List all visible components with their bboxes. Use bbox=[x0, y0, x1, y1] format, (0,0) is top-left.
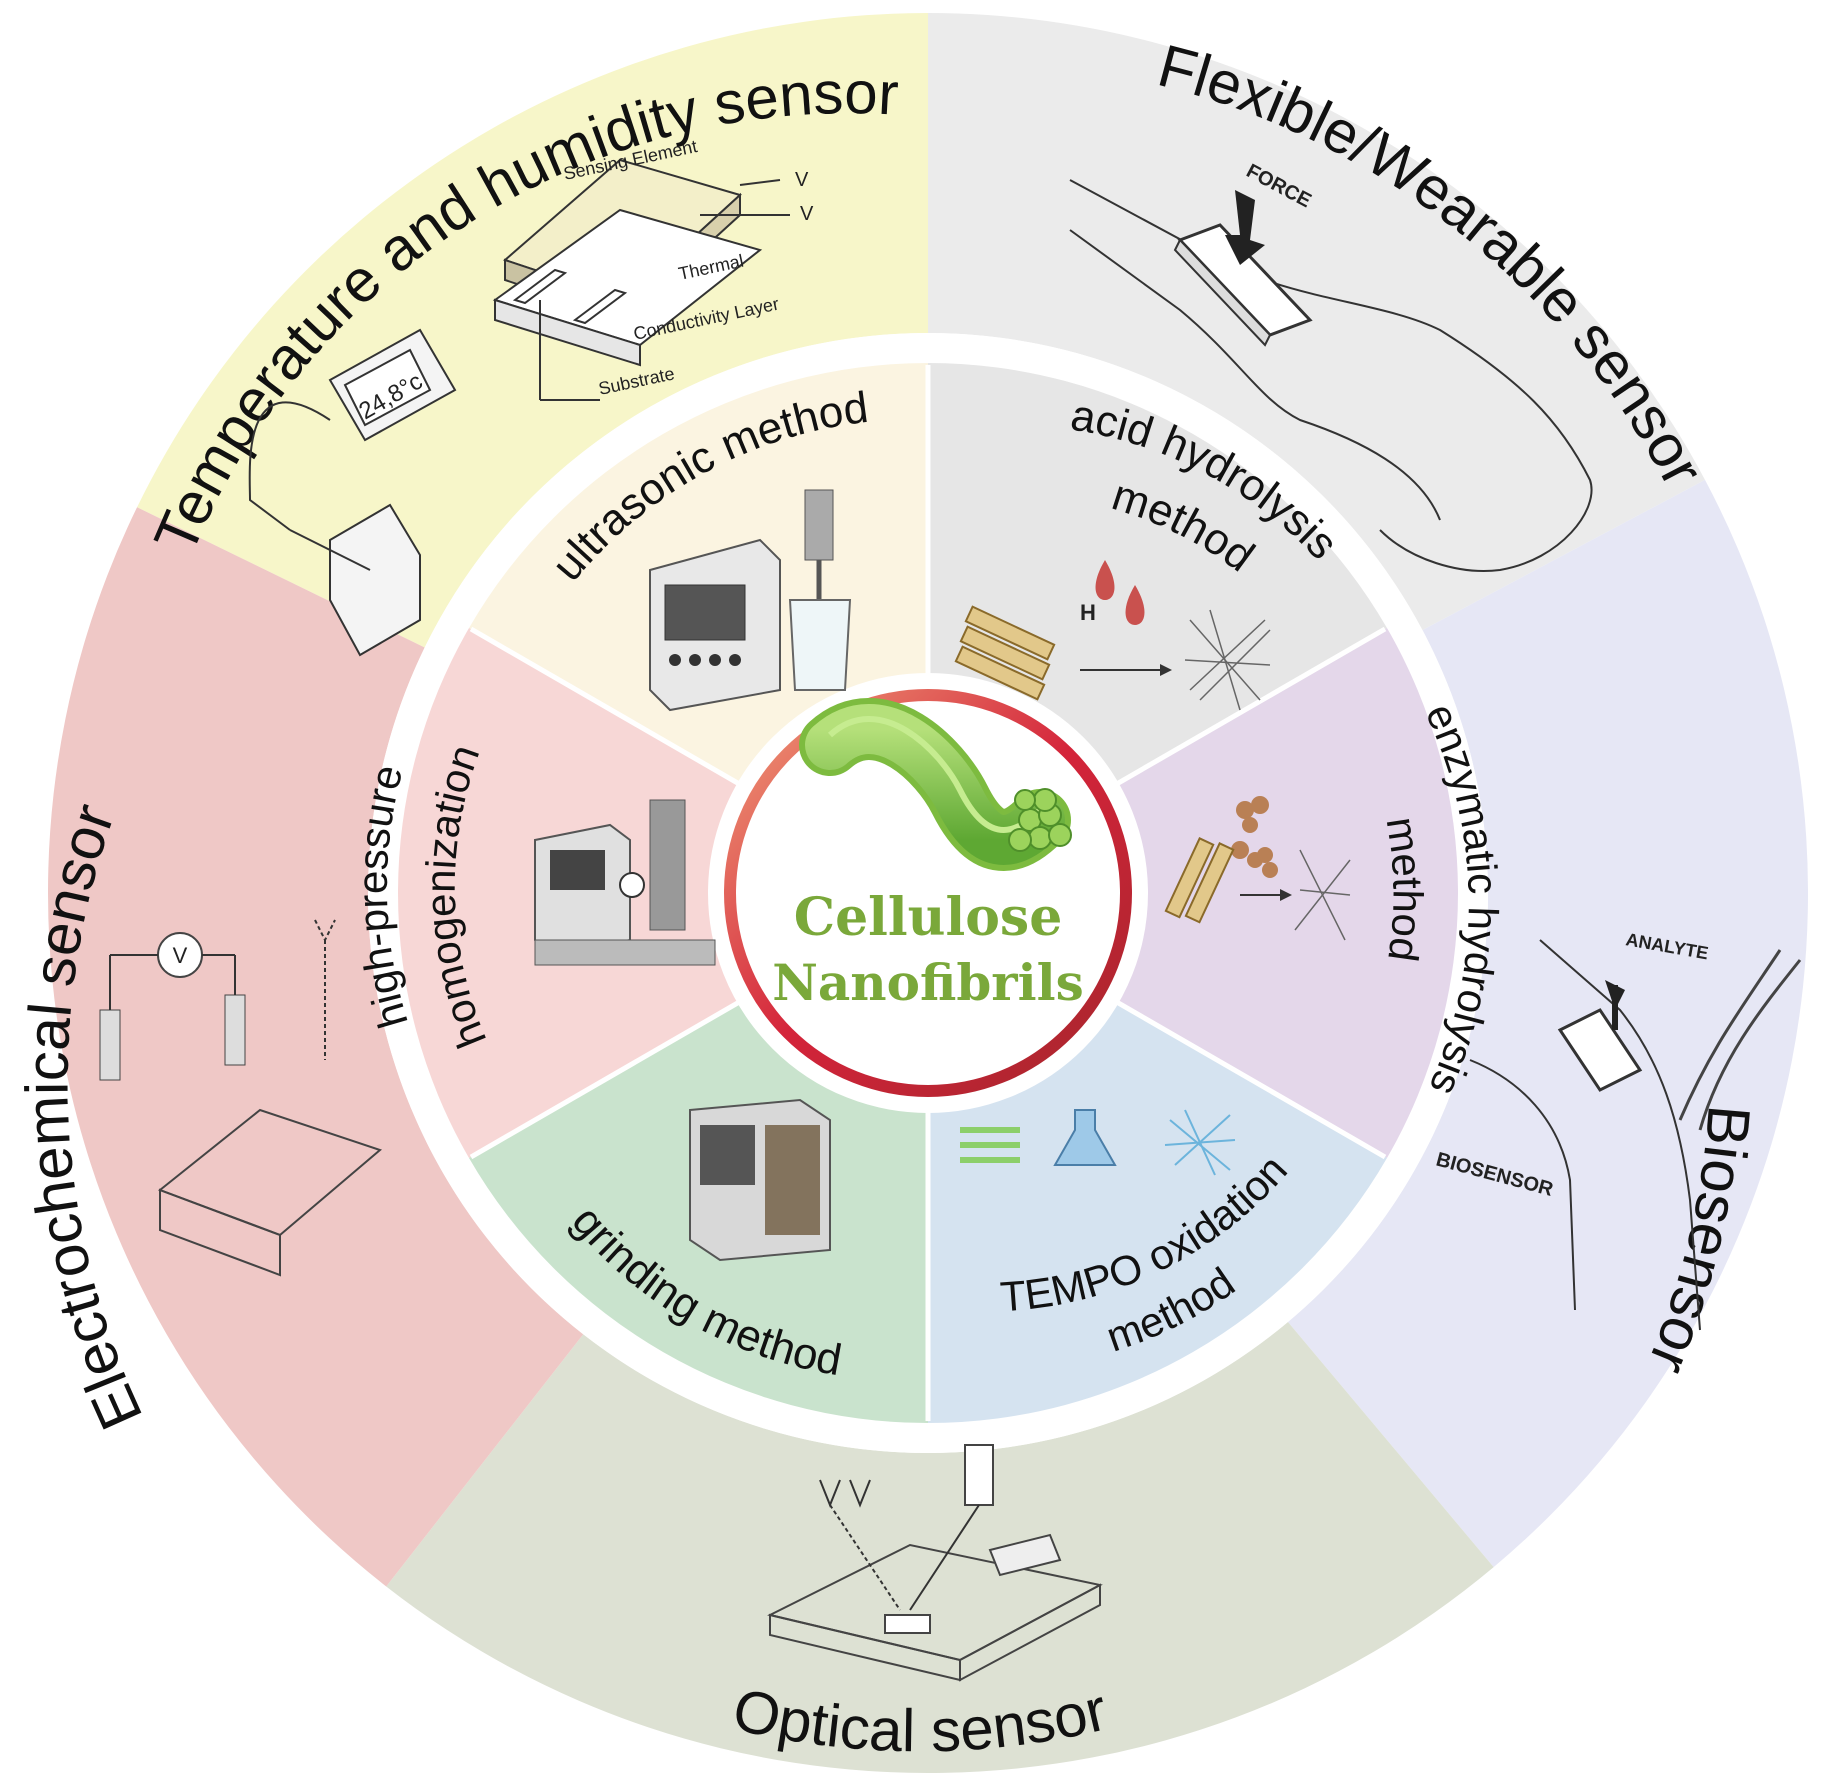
enzymatic-illustration bbox=[1164, 796, 1351, 941]
homogenizer-illustration bbox=[534, 799, 716, 966]
thermometer-illustration: 24,8°c bbox=[248, 328, 457, 657]
annotation-v1: V bbox=[795, 169, 809, 191]
grinder-illustration bbox=[689, 1098, 831, 1262]
sector-optical bbox=[386, 1321, 1494, 1774]
ultrasonic-device-illustration bbox=[649, 489, 852, 712]
electrochemical-illustration: V bbox=[99, 919, 382, 1277]
sector-biosensor bbox=[1287, 479, 1808, 1568]
sector-enzymatic-hydrolysis bbox=[1101, 628, 1458, 1158]
center-ring bbox=[724, 689, 1132, 1097]
outer-ring bbox=[48, 13, 1808, 1774]
annotation-acid-h: H bbox=[1080, 600, 1096, 625]
center-title-line2: Nanofibrils bbox=[772, 953, 1084, 1012]
sector-electrochemical bbox=[48, 507, 584, 1587]
acid-hydrolysis-illustration: H bbox=[954, 560, 1271, 711]
cellulose-fiber-icon bbox=[799, 698, 1072, 871]
annotation-voltmeter: V bbox=[173, 943, 188, 968]
center-disc bbox=[708, 673, 1148, 1113]
center-title-line1: Cellulose bbox=[794, 887, 1063, 948]
optical-sensor-illustration bbox=[767, 1444, 1103, 1682]
tempo-illustration bbox=[960, 1109, 1236, 1176]
sector-tempo-oxidation bbox=[928, 993, 1387, 1423]
sector-flexible-wearable bbox=[928, 13, 1705, 631]
annotation-v2: V bbox=[800, 203, 814, 225]
